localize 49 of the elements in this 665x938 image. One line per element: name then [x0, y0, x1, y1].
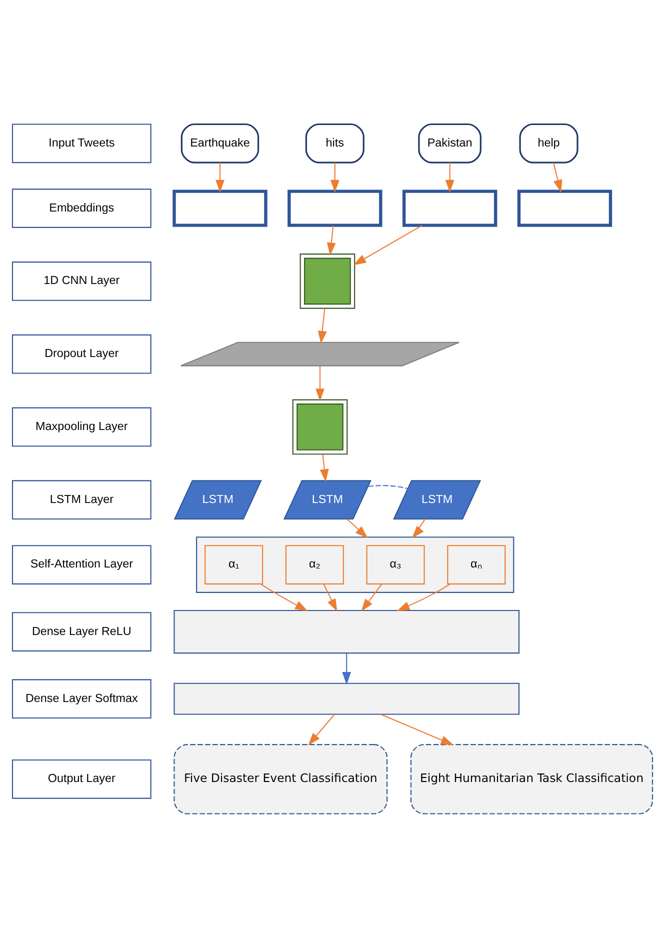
connector [368, 484, 408, 490]
node-box: α₃ [366, 545, 425, 584]
node-box [402, 190, 498, 227]
arrow [326, 225, 336, 256]
node-box: Eight Humanitarian Task Classification [410, 744, 654, 814]
node-box [174, 682, 520, 715]
arrow [330, 162, 340, 193]
node-box: Input Tweets [12, 124, 152, 164]
cluster [196, 536, 514, 593]
node-parallelogram [180, 342, 460, 366]
node-box [300, 254, 356, 309]
arrow [380, 714, 454, 746]
node-box [517, 190, 612, 227]
arrow [346, 518, 368, 538]
node-box: Output Layer [12, 759, 152, 799]
node-box: Pakistan [418, 123, 482, 164]
node-box [172, 190, 268, 227]
arrow [342, 653, 352, 685]
node-box [288, 190, 382, 227]
arrow [552, 162, 562, 193]
node-box: 1D CNN Layer [12, 262, 152, 301]
arrow [323, 584, 338, 612]
node-box: α₁ [204, 545, 264, 584]
node-box: Dense Layer ReLU [12, 612, 152, 652]
node-box: Self-Attention Layer [12, 545, 152, 584]
node-box: help [519, 123, 578, 164]
node-box: α₂ [285, 545, 344, 584]
arrow [445, 162, 454, 193]
node-box: Maxpooling Layer [12, 407, 152, 447]
arrow [308, 714, 335, 746]
node-box: Earthquake [180, 123, 260, 164]
node-box: αₙ [447, 545, 506, 584]
node-box: Five Disaster Event Classification [174, 744, 388, 814]
node-box: Embeddings [12, 188, 152, 228]
arrow [320, 454, 329, 482]
arrow [260, 583, 308, 612]
arrow [396, 584, 451, 612]
node-box: Dense Layer Softmax [12, 679, 152, 719]
node-box: Dropout Layer [12, 334, 152, 374]
node-box [292, 399, 348, 455]
node-box: LSTM Layer [12, 480, 152, 520]
arrow [361, 584, 382, 612]
arrow [353, 224, 422, 266]
node-box: hits [305, 123, 364, 164]
arrow [412, 518, 426, 538]
arrow [316, 366, 324, 402]
arrow [318, 308, 327, 344]
arrow [216, 162, 224, 193]
node-box [174, 610, 520, 654]
